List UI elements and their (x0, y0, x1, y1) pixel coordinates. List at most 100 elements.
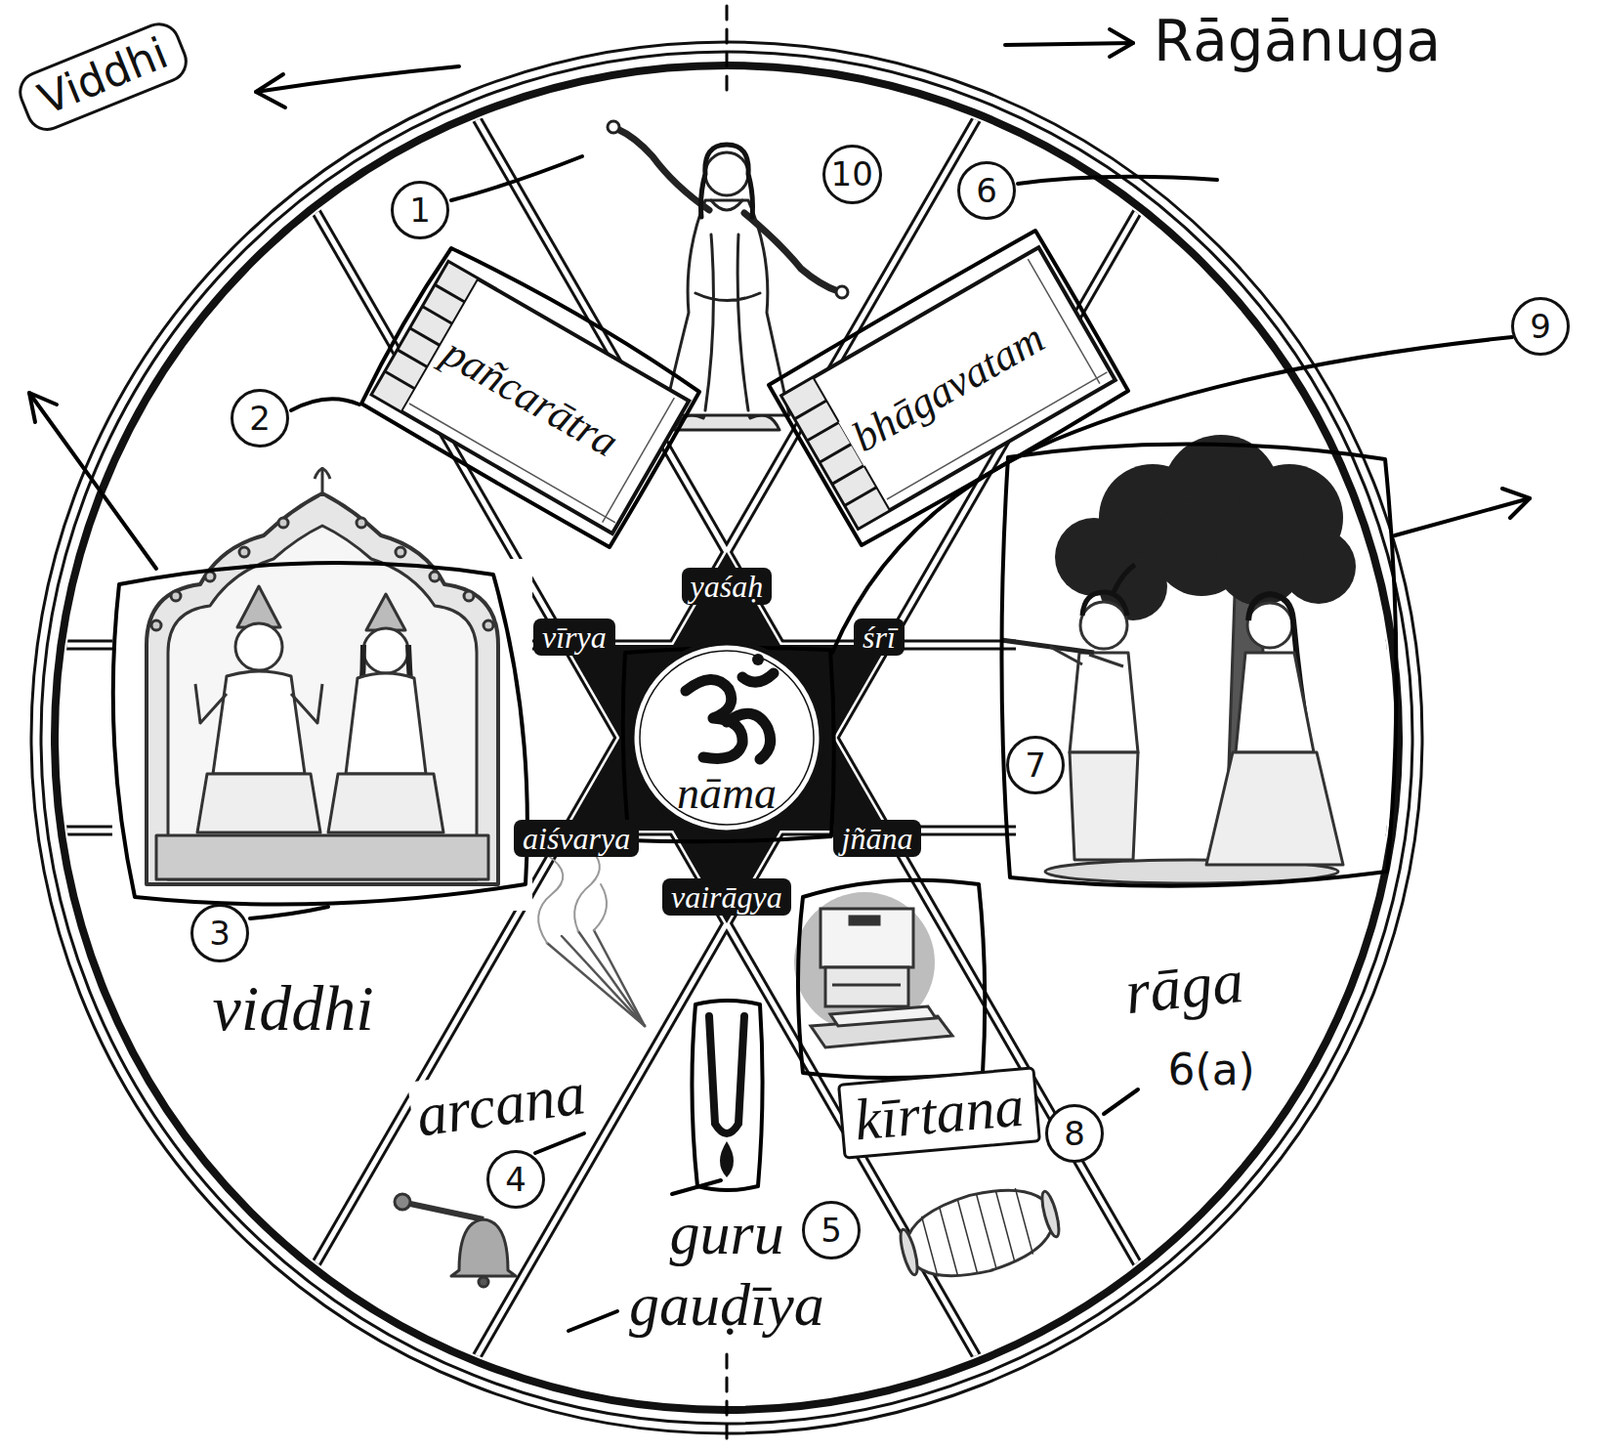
handwritten-mark (725, 5, 729, 98)
deity-pair (363, 628, 409, 674)
om-symbol (726, 713, 771, 759)
divine-couple (1069, 752, 1138, 860)
handwritten-mark (1005, 42, 1134, 45)
incense-sticks (547, 929, 645, 1026)
handwritten-mark (672, 1179, 721, 1194)
divine-couple (1015, 451, 1392, 882)
deity-pair (278, 517, 289, 528)
printer-icon (794, 891, 953, 1048)
printer-icon (825, 967, 909, 1007)
star-hexagram (566, 551, 888, 924)
printer-icon (830, 1006, 936, 1026)
book-spine (422, 306, 453, 324)
book-spine (384, 371, 415, 388)
incense-sticks (538, 844, 645, 1026)
tilak-symbol (709, 1015, 745, 1178)
deity-pair (366, 593, 406, 631)
divine-couple (1206, 752, 1344, 865)
handwritten-mark (451, 156, 583, 201)
deity-pair (429, 571, 440, 582)
printer-icon (794, 891, 935, 1033)
printer-icon (849, 916, 880, 925)
deity-pair (314, 466, 331, 494)
callout-number: 1 (390, 180, 450, 240)
divine-couple (1054, 434, 1356, 621)
drum-icon (920, 1183, 1035, 1283)
callout-number: 2 (230, 388, 290, 448)
deity-pair (356, 517, 367, 528)
handwritten-mark (29, 392, 57, 422)
star-point: śrī (853, 618, 905, 656)
handwritten-mark (361, 248, 700, 548)
deity-pair (151, 517, 494, 631)
handwritten-mark (113, 562, 528, 904)
wheel-rim (31, 42, 1423, 1433)
handwritten-mark (768, 230, 1129, 546)
center-circle-outline (631, 642, 822, 833)
callout-number: 6 (957, 161, 1016, 220)
star-point: jñāna (833, 819, 923, 857)
incense-sticks (538, 844, 607, 943)
sector-label: rāga (1116, 943, 1252, 1029)
wheel-rim (31, 42, 1423, 1433)
handwritten-mark (1001, 443, 1396, 885)
book-spine (410, 328, 440, 345)
deity-pair (395, 547, 406, 557)
bell-icon (410, 1203, 484, 1220)
printer-icon (820, 908, 914, 968)
deity-pair (168, 525, 477, 880)
node-label: vīrya (542, 618, 607, 656)
deity-pair (151, 620, 162, 631)
star-point: aiśvarya (513, 819, 639, 857)
deity-pair (212, 671, 305, 774)
book-cover (372, 261, 690, 534)
deity-pair (239, 547, 250, 557)
handwritten-mark (1017, 176, 1218, 184)
drum-icon (897, 1227, 922, 1276)
handwritten-note: Rāgānuga (1149, 8, 1445, 75)
drum-icon (892, 1174, 1066, 1291)
divine-couple (1001, 434, 1392, 884)
star-hexagram (566, 644, 888, 924)
bell-icon (478, 1276, 489, 1287)
divine-couple (1216, 517, 1305, 606)
deity-pair (483, 620, 494, 631)
dancing-figure (695, 234, 760, 411)
dancing-figure (705, 152, 749, 196)
book-spine (844, 487, 877, 506)
book-spine (807, 421, 840, 441)
node-label: jñāna (842, 819, 914, 857)
tilak-symbol (709, 1015, 745, 1134)
bell-icon (451, 1219, 516, 1276)
node-label: śrī (862, 618, 896, 656)
callout-number: 7 (1006, 735, 1065, 795)
deity-pair (146, 493, 499, 885)
handwritten-mark (691, 1000, 762, 1190)
dancing-figure (744, 212, 839, 292)
drum-icon (895, 1175, 1063, 1291)
book-icon: pañcarātra (368, 258, 692, 537)
node-label: Viddhi (31, 27, 175, 126)
handwritten-mark (255, 66, 460, 92)
callout-number: 10 (822, 144, 883, 205)
divine-couple (1050, 646, 1124, 667)
deity-pair (195, 683, 323, 723)
handwritten-mark (1109, 29, 1134, 57)
handwritten-mark (255, 74, 286, 108)
book-spine (435, 285, 465, 302)
book-spine (819, 443, 851, 463)
book-spine (397, 349, 427, 367)
star-point: vīrya (533, 618, 616, 656)
center-circle-outline (639, 650, 814, 825)
star-point: yaśaḥ (681, 567, 773, 605)
deity-pair (345, 673, 426, 774)
incense-sticks (593, 929, 645, 1026)
bell-icon (394, 1193, 411, 1210)
node-label: kīrtana (851, 1070, 1027, 1156)
callout-number: 8 (1045, 1103, 1104, 1163)
deity-pair (328, 773, 444, 833)
star-point: vairāgya (662, 878, 792, 916)
